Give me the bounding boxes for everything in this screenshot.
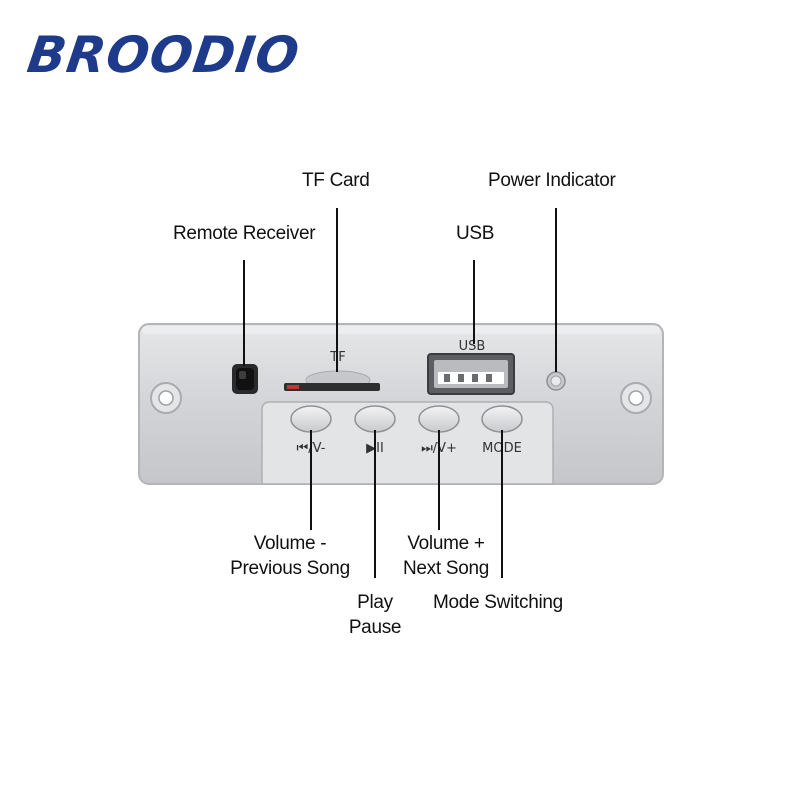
power-indicator-led [546,371,566,391]
callout-play-pause-line2: Pause [348,617,402,638]
button-recess [261,401,554,485]
callout-tf-card: TF Card [302,170,370,191]
callout-volume-minus-line1: Volume - [253,533,327,554]
callout-remote-receiver: Remote Receiver [173,223,316,244]
callout-play-pause: Play Pause [335,590,415,640]
callout-volume-plus-line1: Volume + [407,533,485,554]
callout-play-pause-line1: Play [357,592,393,613]
callout-volume-minus: Volume - Previous Song [220,531,360,581]
callout-usb: USB [456,223,495,244]
callout-volume-plus-line2: Next Song [402,558,490,579]
mounting-hole-left [150,382,182,414]
callout-volume-minus-line2: Previous Song [230,558,350,579]
faceplate-top-edge [142,326,660,334]
remote-receiver [232,364,258,394]
callout-power-indicator: Power Indicator [488,170,616,191]
tf-card-slot: TF [284,350,380,391]
callout-mode-switching: Mode Switching [433,592,563,613]
mounting-hole-right [620,382,652,414]
callout-volume-plus: Volume + Next Song [386,531,506,581]
usb-port: USB [427,339,515,395]
usb-marking: USB [459,339,486,354]
